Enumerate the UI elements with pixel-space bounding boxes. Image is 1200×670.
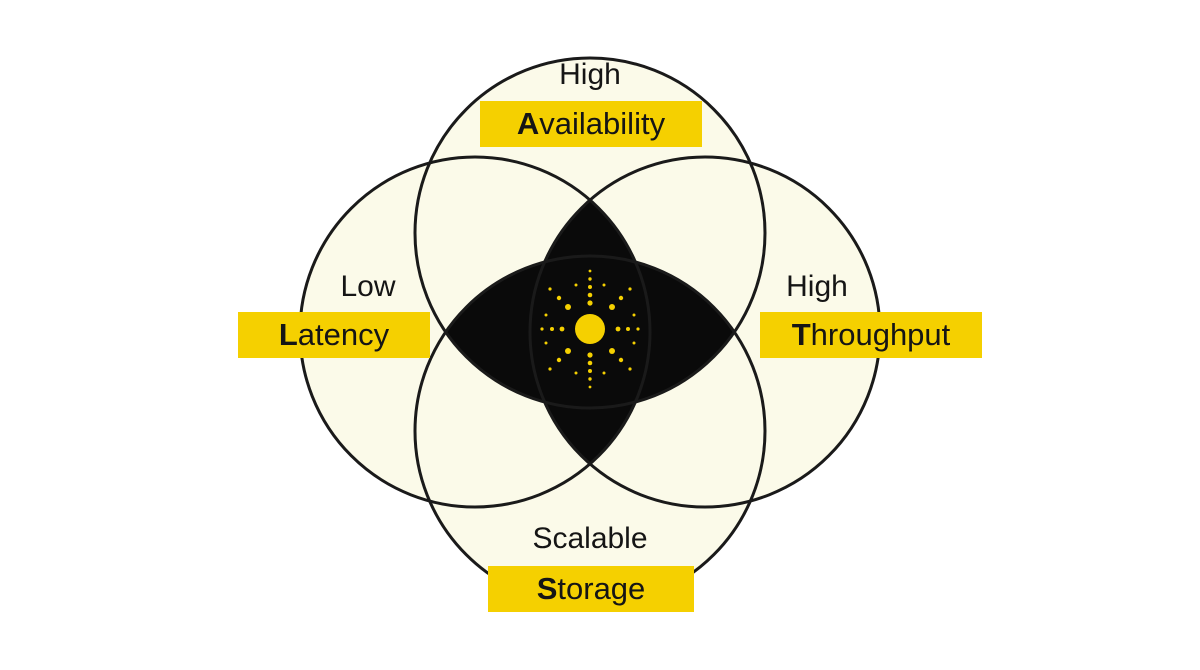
sun-ray-dot <box>556 357 562 363</box>
sun-ray-dot <box>587 292 593 298</box>
top-label-box: Availability <box>480 101 702 147</box>
sun-ray-dot <box>587 300 593 306</box>
top-label-line1: High <box>559 58 621 91</box>
left-label-line1: Low <box>340 270 396 303</box>
sun-core-dot <box>575 314 605 344</box>
right-label-initial: T <box>791 317 811 352</box>
sun-ray-dot <box>587 360 593 366</box>
sun-ray-dot <box>588 385 592 389</box>
sun-ray-dot <box>618 357 624 363</box>
sun-ray-dot <box>550 327 554 331</box>
sun-ray-dot <box>615 326 621 332</box>
sun-ray-dot <box>628 367 632 371</box>
circle-top <box>413 56 767 410</box>
right-label-box: Throughput <box>760 312 982 358</box>
sun-ray-dot <box>544 341 548 345</box>
sun-ray-dot <box>559 326 565 332</box>
bottom-label-line1: Scalable <box>532 522 648 555</box>
left-label-box: Latency <box>238 312 430 358</box>
sun-ray-dot <box>609 348 615 354</box>
sun-ray-dot <box>540 327 544 331</box>
sun-ray-dot <box>602 283 606 287</box>
sun-ray-dot <box>565 304 571 310</box>
sun-ray-dot <box>574 371 578 375</box>
sun-ray-dot <box>556 295 562 301</box>
sun-ray-dot <box>618 295 624 301</box>
left-label-rest: atency <box>297 317 390 352</box>
sun-ray-dot <box>574 283 578 287</box>
sun-ray-dot <box>609 304 615 310</box>
top-label-rest: vailability <box>539 106 666 141</box>
sun-ray-dot <box>544 313 548 317</box>
top-label-initial: A <box>516 106 540 141</box>
sun-ray-dot <box>587 352 593 358</box>
bottom-label-rest: torage <box>557 571 646 606</box>
sun-ray-dot <box>588 277 592 281</box>
circle-outlines <box>298 56 882 608</box>
sun-ray-dot <box>588 369 592 373</box>
bottom-label-initial: S <box>536 571 558 606</box>
dotted-sun-icon <box>540 269 640 389</box>
sun-ray-dot <box>628 287 632 291</box>
sun-ray-dot <box>565 348 571 354</box>
sun-ray-dot <box>626 327 630 331</box>
right-label-line1: High <box>786 270 848 303</box>
left-label-initial: L <box>278 317 298 352</box>
sun-ray-dot <box>632 313 636 317</box>
right-label-rest: hroughput <box>810 317 951 352</box>
sun-ray-dot <box>636 327 640 331</box>
sun-ray-dot <box>588 377 592 381</box>
sun-ray-dot <box>548 287 552 291</box>
sun-ray-dot <box>588 285 592 289</box>
sun-ray-dot <box>602 371 606 375</box>
sun-ray-dot <box>588 269 592 273</box>
sun-ray-dot <box>632 341 636 345</box>
bottom-label-box: Storage <box>488 566 694 612</box>
sun-ray-dot <box>548 367 552 371</box>
